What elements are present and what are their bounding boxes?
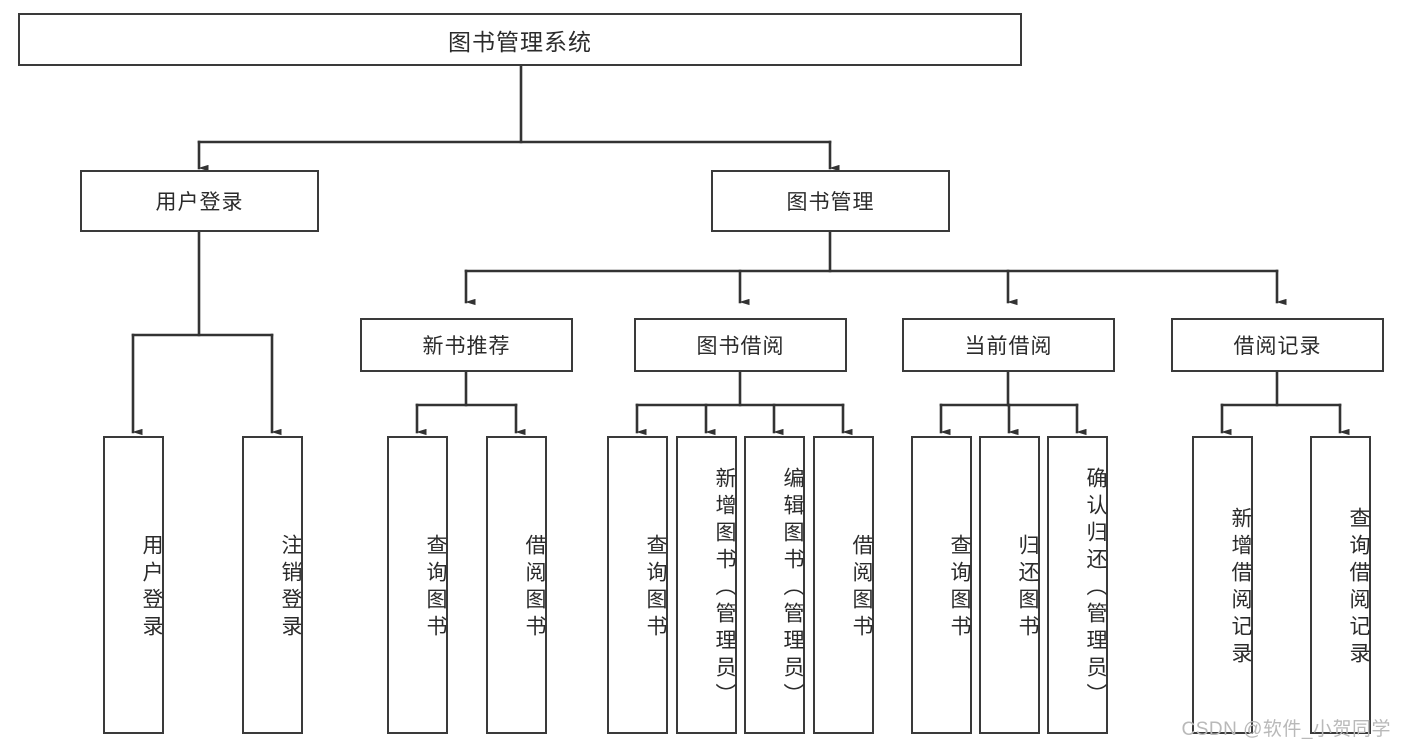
leaf-label: 注销登录 [279,534,302,642]
leaf-label: 归还图书 [1016,534,1039,642]
leaf-label: 用户登录 [140,534,163,642]
node-new-book-recommend[interactable]: 新书推荐 [360,318,573,372]
node-user-login[interactable]: 用户登录 [80,170,319,232]
leaf-bb-query-book[interactable]: 查询图书 [607,436,668,734]
node-borrow-record[interactable]: 借阅记录 [1171,318,1384,372]
leaf-cb-confirm-return-admin[interactable]: 确认归还（管理员） [1047,436,1108,734]
leaf-label: 查询图书 [948,534,971,642]
node-current-borrow[interactable]: 当前借阅 [902,318,1115,372]
leaf-label: 查询借阅记录 [1347,507,1370,669]
leaf-user-login[interactable]: 用户登录 [103,436,164,734]
leaf-bb-edit-book-admin[interactable]: 编辑图书（管理员） [744,436,805,734]
leaf-label: 编辑图书（管理员） [781,466,804,710]
leaf-cb-return-book[interactable]: 归还图书 [979,436,1040,734]
leaf-label: 查询图书 [644,534,667,642]
leaf-logout[interactable]: 注销登录 [242,436,303,734]
leaf-label: 新增图书（管理员） [713,466,736,710]
leaf-br-add-record[interactable]: 新增借阅记录 [1192,436,1253,734]
leaf-label: 新增借阅记录 [1229,507,1252,669]
leaf-nb-query-book[interactable]: 查询图书 [387,436,448,734]
leaf-label: 借阅图书 [523,534,546,642]
csdn-watermark: CSDN @软件_小贺同学 [1181,719,1391,740]
leaf-label: 查询图书 [424,534,447,642]
node-root-system[interactable]: 图书管理系统 [18,13,1022,66]
leaf-cb-query-book[interactable]: 查询图书 [911,436,972,734]
leaf-label: 借阅图书 [850,534,873,642]
leaf-label: 确认归还（管理员） [1084,466,1107,710]
node-book-manage[interactable]: 图书管理 [711,170,950,232]
leaf-nb-borrow-book[interactable]: 借阅图书 [486,436,547,734]
node-book-borrow[interactable]: 图书借阅 [634,318,847,372]
leaf-bb-add-book-admin[interactable]: 新增图书（管理员） [676,436,737,734]
leaf-bb-borrow-book[interactable]: 借阅图书 [813,436,874,734]
leaf-br-query-record[interactable]: 查询借阅记录 [1310,436,1371,734]
